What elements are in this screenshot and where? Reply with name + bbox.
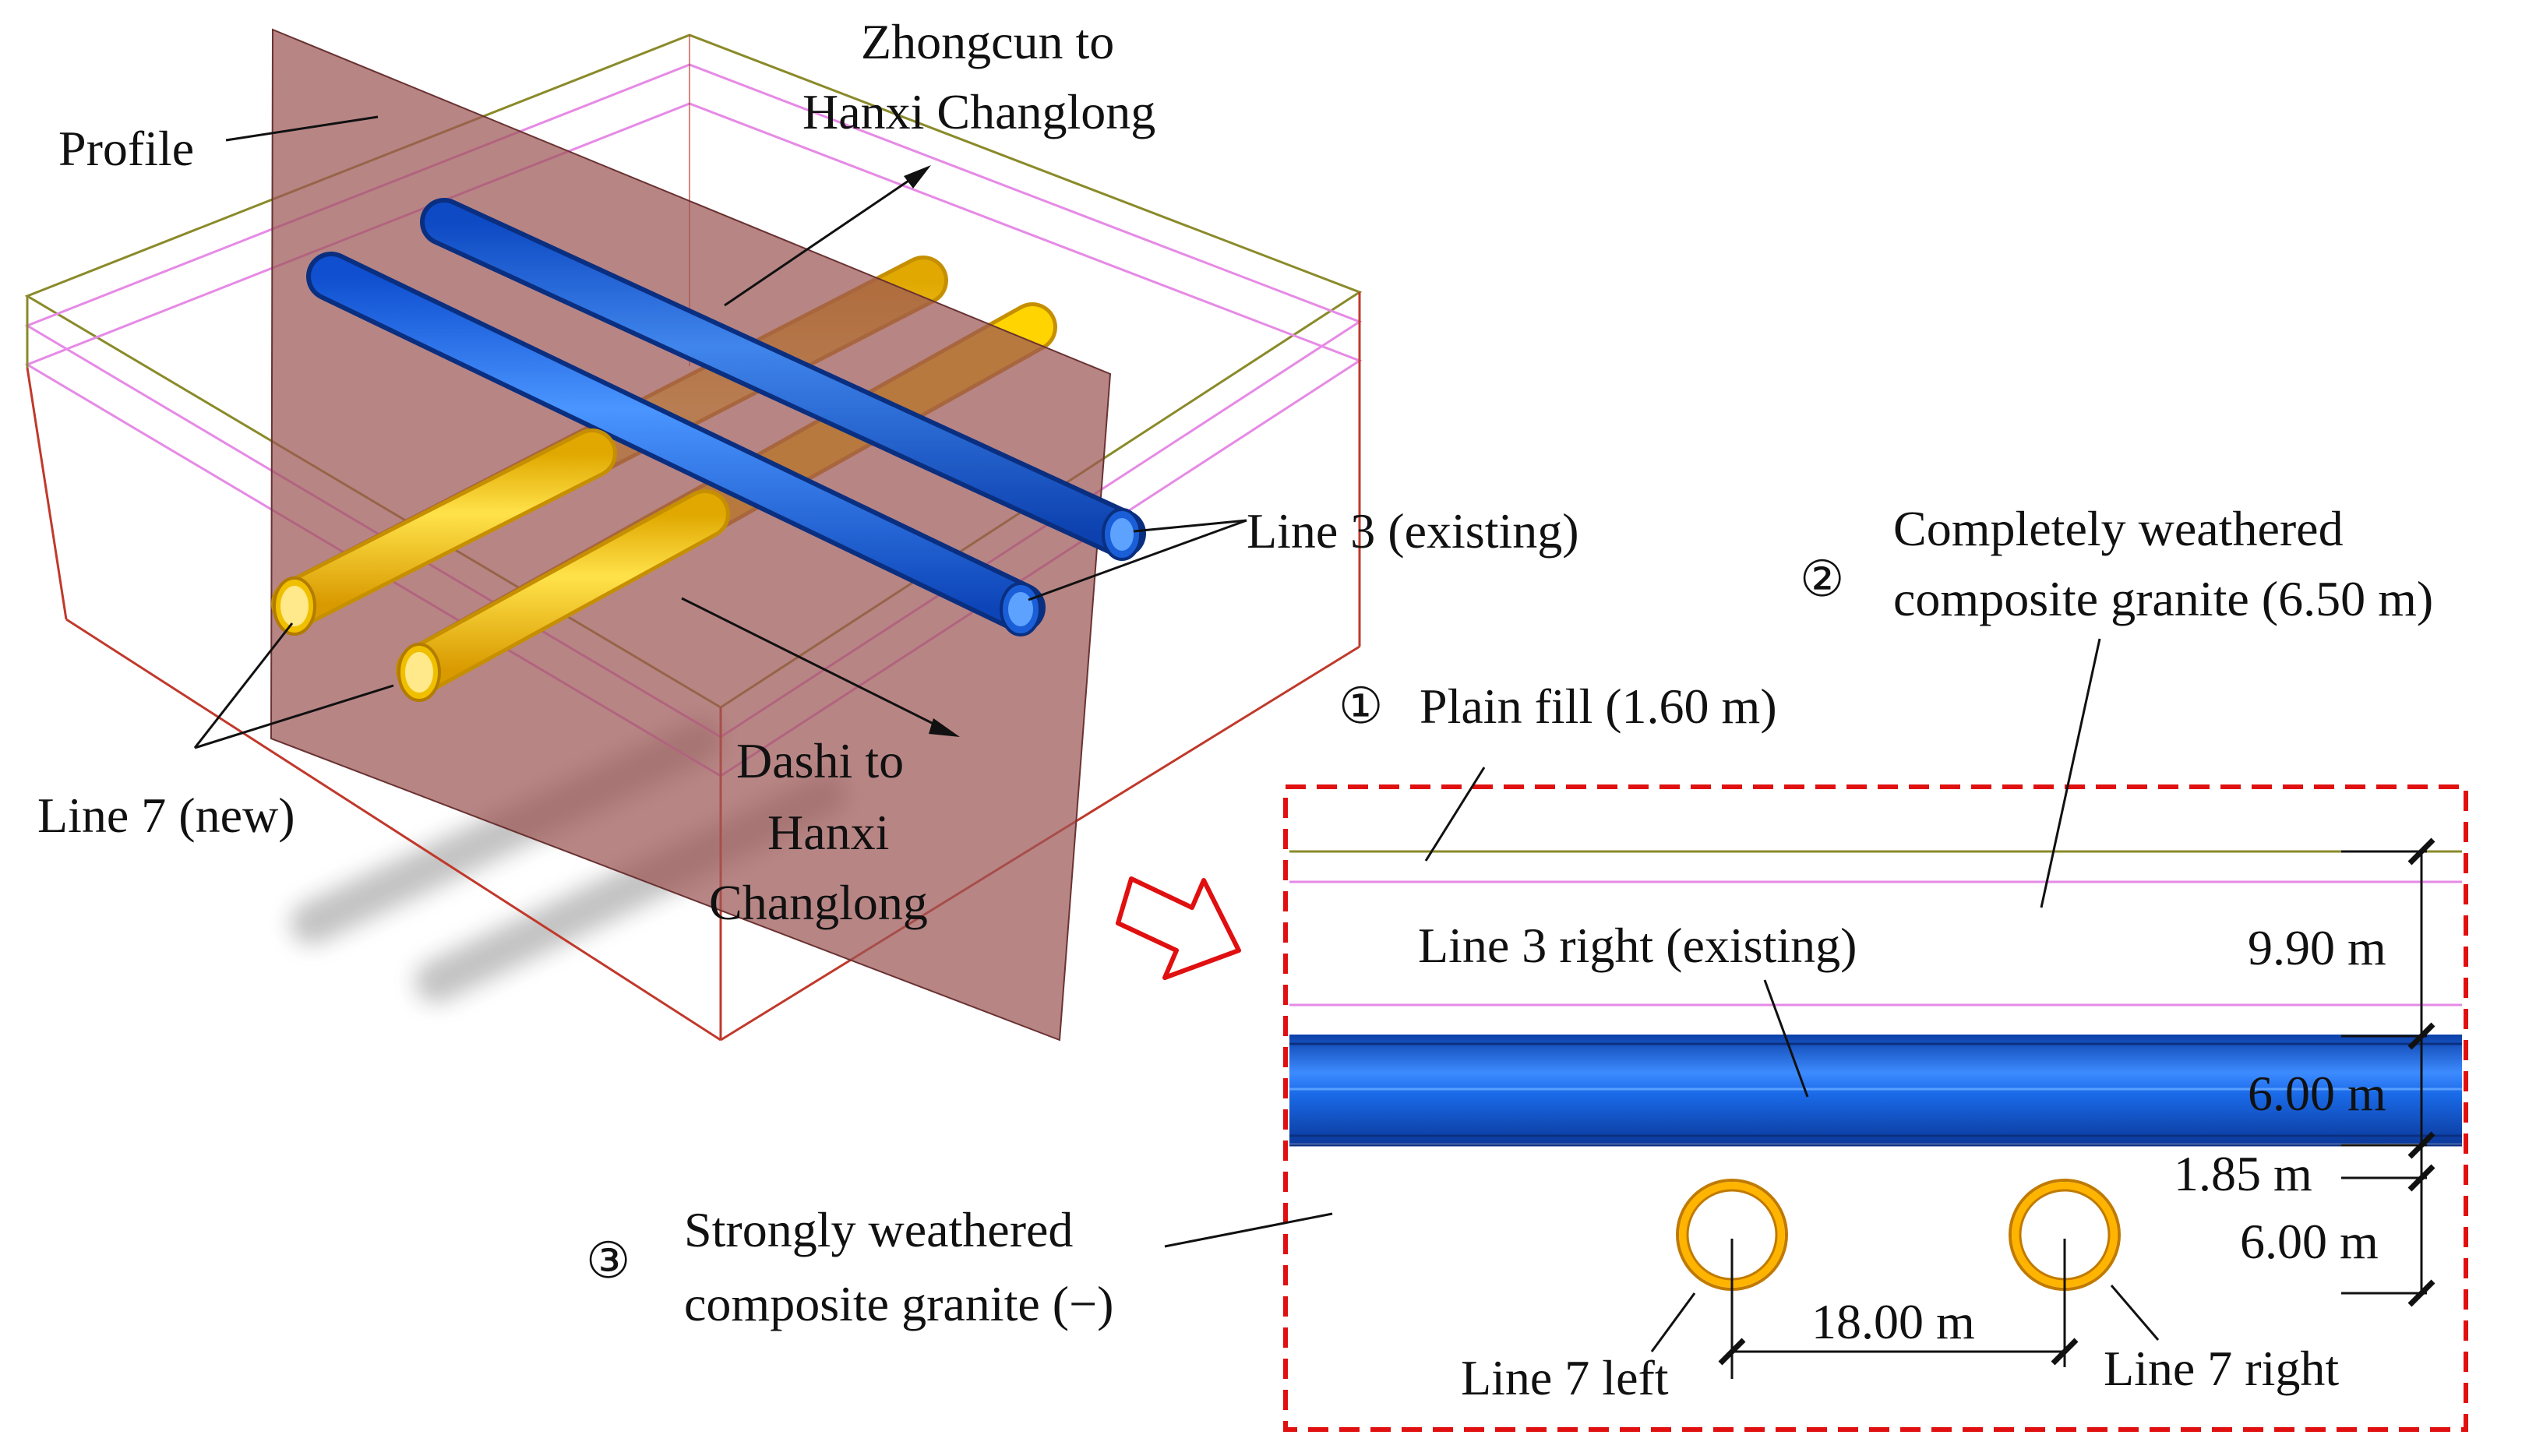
- depth-dimensions: [2341, 837, 2435, 1307]
- label-dashi-1: Dashi to: [736, 733, 904, 788]
- dim-line3-diameter: 6.00 m: [2248, 1066, 2386, 1121]
- layer1-label: Plain fill (1.60 m): [1420, 679, 1777, 734]
- cross-section: ① Plain fill (1.60 m) ② Completely weath…: [586, 501, 2468, 1432]
- layer2-label-b: composite granite (6.50 m): [1893, 571, 2433, 626]
- section-frame: [1283, 784, 2468, 1432]
- line7-right-label: Line 7 right: [2104, 1341, 2339, 1396]
- label-dashi-3: Changlong: [709, 875, 928, 930]
- line7-front: [271, 428, 730, 702]
- line3-right-tunnel: [1289, 1035, 2462, 1147]
- label-zhongcun-2: Hanxi Changlong: [802, 84, 1155, 139]
- label-zhongcun-1: Zhongcun to: [861, 14, 1114, 69]
- layer1-marker: ①: [1339, 679, 1383, 734]
- dim-line7-diameter: 6.00 m: [2240, 1214, 2379, 1269]
- spacing-dimension: [1718, 1239, 2079, 1379]
- label-profile: Profile: [58, 121, 194, 176]
- layer2-marker: ②: [1800, 552, 1844, 607]
- layer2-label-a: Completely weathered: [1893, 501, 2344, 556]
- layer3-label-a: Strongly weathered: [684, 1202, 1073, 1257]
- dim-spacing: 18.00 m: [1811, 1294, 1975, 1349]
- model-3d: Profile Zhongcun to Hanxi Changlong Line…: [24, 14, 1579, 1042]
- label-dashi-2: Hanxi: [767, 805, 889, 860]
- dim-gap: 1.85 m: [2174, 1146, 2312, 1201]
- dim-cover: 9.90 m: [2248, 920, 2386, 975]
- label-line7: Line 7 (new): [37, 788, 295, 843]
- model-leaders: [193, 115, 1247, 749]
- layer3-label-b: composite granite (−): [684, 1276, 1113, 1331]
- line7-left-label: Line 7 left: [1461, 1350, 1669, 1405]
- section-leaders: [1164, 638, 2160, 1352]
- line3-tunnels: [306, 198, 1146, 636]
- line3-right-label: Line 3 right (existing): [1418, 918, 1857, 973]
- label-line3: Line 3 (existing): [1247, 503, 1579, 559]
- section-pointer-arrow: [1116, 876, 1241, 980]
- layer3-marker: ③: [586, 1233, 630, 1289]
